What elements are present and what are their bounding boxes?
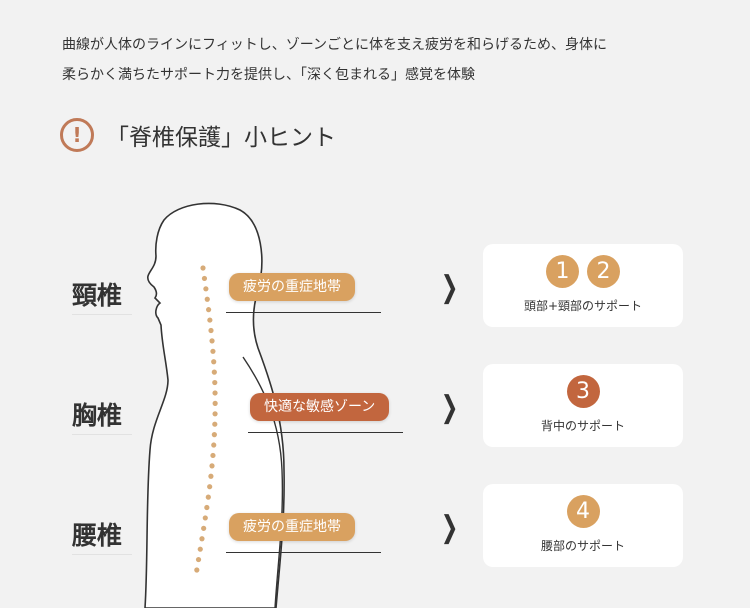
zone-pill: 疲労の重症地帯 xyxy=(229,273,355,301)
spine-dot xyxy=(208,327,214,334)
spine-dot xyxy=(210,348,216,354)
spine-dot xyxy=(212,379,218,386)
spine-dot xyxy=(194,567,200,573)
spine-dot xyxy=(212,421,218,427)
spine-dot xyxy=(201,275,208,282)
support-label: 背中のサポート xyxy=(540,419,625,433)
spine-dot xyxy=(207,317,213,323)
spine-dot xyxy=(211,442,217,448)
zone-underline xyxy=(226,552,381,553)
spine-dot xyxy=(197,546,203,552)
step-numbers: 4 xyxy=(483,495,683,528)
region-label: 胸椎 xyxy=(72,396,132,435)
region-label: 腰椎 xyxy=(72,516,132,555)
spine-dot xyxy=(204,504,210,511)
step-number-badge: 4 xyxy=(566,495,600,528)
support-card: 4 腰部のサポート xyxy=(483,484,683,567)
step-number-badge: 3 xyxy=(566,375,600,408)
spine-dot xyxy=(204,296,210,302)
chevron-right-icon: ❯ xyxy=(440,510,459,545)
spine-dot xyxy=(211,432,217,438)
spine-dot xyxy=(205,494,211,500)
chevron-right-icon: ❯ xyxy=(440,390,459,425)
chevron-right-icon: ❯ xyxy=(440,270,459,305)
step-number-badge: 1 xyxy=(546,255,579,288)
support-card: 3 背中のサポート xyxy=(483,364,683,447)
spine-dot xyxy=(209,463,215,469)
spine-dot xyxy=(201,525,207,531)
spine-dot xyxy=(212,400,218,406)
spine-dots xyxy=(194,265,218,573)
spine-dot xyxy=(208,473,214,479)
intro-line-1: 曲線が人体のラインにフィットし、ゾーンごとに体を支え疲労を和らげるため、身体に xyxy=(62,37,608,53)
zone-pill: 快適な敏感ゾーン xyxy=(250,393,390,421)
spine-dot xyxy=(210,452,216,459)
tip-title: 「脊椎保護」小ヒント xyxy=(106,125,336,151)
zone-underline xyxy=(248,432,403,433)
spine-dot xyxy=(199,536,205,542)
exclamation-circle-icon: ! xyxy=(60,118,94,152)
step-number-badge: 2 xyxy=(587,255,620,288)
spine-dot xyxy=(211,369,217,375)
spine-dot xyxy=(195,556,202,563)
spine-dot xyxy=(206,307,212,313)
spine-dot xyxy=(211,359,217,365)
spine-dot xyxy=(209,338,215,344)
support-label: 頭部+頸部のサポート xyxy=(523,299,643,313)
zone-pill: 疲労の重症地帯 xyxy=(229,513,355,541)
zone-underline xyxy=(226,312,381,313)
spine-dot xyxy=(203,286,209,292)
region-label: 頸椎 xyxy=(72,276,132,315)
spine-dot xyxy=(212,390,218,396)
arm-line xyxy=(242,356,284,608)
intro-line-2: 柔らかく満ちたサポート力を提供し、「深く包まれる」感覚を体験 xyxy=(62,67,475,83)
step-numbers: 3 xyxy=(483,375,683,408)
spine-dot xyxy=(202,515,208,521)
support-label: 腰部のサポート xyxy=(540,539,625,553)
spine-dot xyxy=(212,411,218,417)
spine-dot xyxy=(200,265,206,271)
tip-heading: ! 「脊椎保護」小ヒント xyxy=(60,118,336,152)
intro-text: 曲線が人体のラインにフィットし、ゾーンごとに体を支え疲労を和らげるため、身体に … xyxy=(62,30,722,90)
spine-dot xyxy=(207,484,213,490)
